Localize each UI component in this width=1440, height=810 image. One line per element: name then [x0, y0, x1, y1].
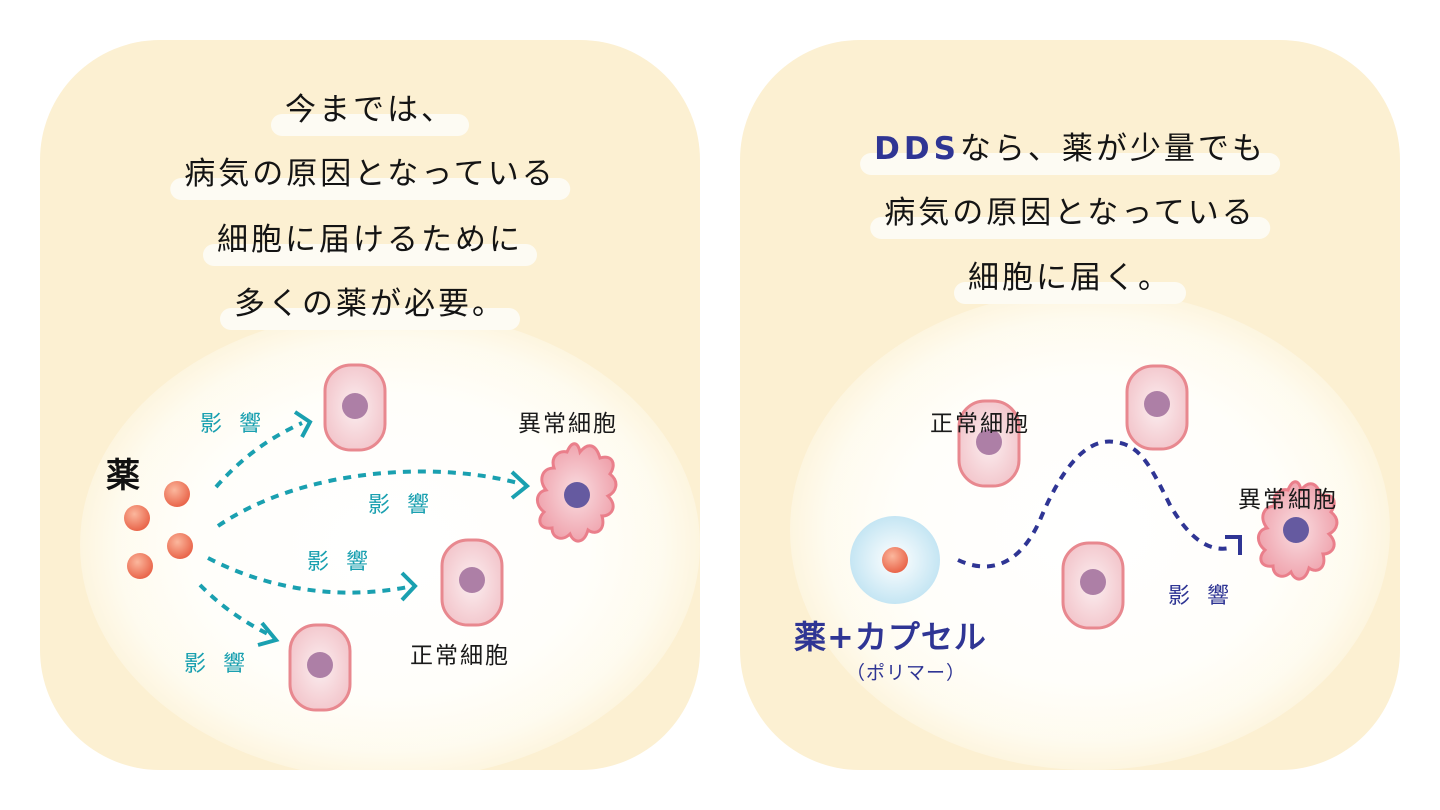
effect-label: 影 響 — [184, 652, 250, 677]
right-panel-dds: DDSなら、薬が少量でも 病気の原因となっている 細胞に届く。 — [740, 40, 1400, 770]
dashed-arrow-icon — [207, 556, 409, 595]
dashed-arrow-icon — [216, 469, 519, 528]
capsule-icon — [850, 516, 940, 604]
heading-line: 多くの薬が必要。 — [220, 284, 520, 330]
heading-line: DDSなら、薬が少量でも — [860, 129, 1280, 175]
left-panel-conventional: 今までは、 病気の原因となっている 細胞に届けるために 多くの薬が必要。 — [40, 40, 700, 770]
effect-label: 影 響 — [200, 412, 266, 437]
drug-particle-icon — [124, 505, 150, 531]
heading-line: 今までは、 — [271, 90, 469, 136]
wavy-arrow-icon — [957, 439, 1231, 569]
normal-cell-label: 正常細胞 — [930, 411, 1030, 437]
arrowhead-icon — [257, 621, 280, 647]
dashed-arrow-icon — [214, 421, 303, 489]
capsule-label: 薬+カプセル — [794, 618, 987, 656]
abnormal-cell-label: 異常細胞 — [1238, 487, 1338, 513]
drug-particles — [124, 481, 193, 579]
arrowhead-icon — [293, 410, 313, 438]
capsule-sublabel: （ポリマー） — [846, 662, 967, 684]
right-diagram — [850, 364, 1339, 630]
dashed-arrow-icon — [198, 583, 271, 637]
heading-line: 細胞に届けるために — [203, 220, 537, 266]
effect-label: 影 響 — [1168, 584, 1234, 609]
left-diagram — [124, 363, 618, 712]
heading-line: 病気の原因となっている — [170, 154, 570, 200]
arrowhead-icon — [510, 470, 531, 500]
heading-line: 細胞に届く。 — [954, 258, 1186, 304]
normal-cell-icon — [1061, 541, 1125, 630]
effect-label: 影 響 — [368, 493, 434, 518]
drug-particle-icon — [167, 533, 193, 559]
drug-label: 薬 — [106, 456, 140, 496]
drug-particle-icon — [164, 481, 190, 507]
abnormal-cell-icon — [536, 442, 618, 543]
normal-cell-icon — [440, 538, 504, 627]
abnormal-cell-label: 異常細胞 — [518, 411, 618, 437]
normal-cell-icon — [1125, 364, 1189, 451]
normal-cell-icon — [288, 623, 352, 712]
arrowhead-icon — [1225, 535, 1242, 555]
normal-cell-icon — [957, 399, 1021, 488]
dds-accent: DDS — [874, 131, 960, 167]
arrowhead-icon — [400, 571, 418, 602]
effect-label: 影 響 — [307, 550, 373, 575]
drug-particle-icon — [127, 553, 153, 579]
normal-cell-label: 正常細胞 — [410, 643, 510, 669]
heading-line: 病気の原因となっている — [870, 193, 1270, 239]
abnormal-cell-icon — [1257, 480, 1339, 581]
normal-cell-icon — [323, 363, 387, 452]
